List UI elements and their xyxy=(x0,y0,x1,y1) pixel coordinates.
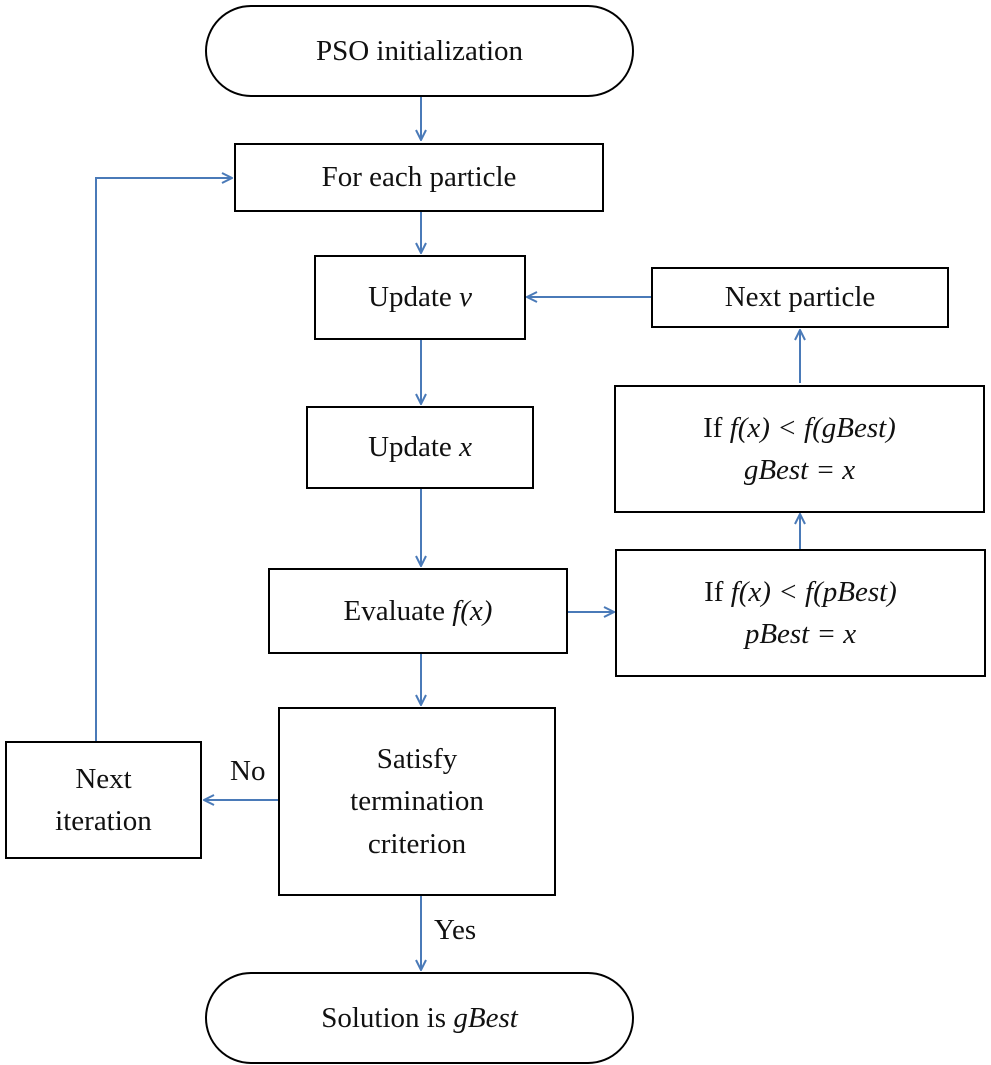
gbest-condition: f(x) < f(gBest) xyxy=(729,411,896,444)
edge-label-yes: Yes xyxy=(434,914,477,946)
next-iteration-line-1: Next xyxy=(75,762,132,795)
next-iteration-line-2: iteration xyxy=(55,805,152,837)
termination-line-3: criterion xyxy=(367,827,467,860)
update-v-variable: v xyxy=(459,281,472,314)
gbest-assignment: gBest = x xyxy=(743,454,856,486)
pbest-condition: f(x) < f(pBest) xyxy=(730,575,897,608)
end-node: Solution is gBest xyxy=(205,972,634,1064)
pbest-if-label: If xyxy=(704,575,724,608)
end-node-variable: gBest xyxy=(453,1001,518,1034)
pbest-assignment: pBest = x xyxy=(744,618,857,650)
pbest-check-node: If f(x) < f(pBest) pBest = x xyxy=(615,549,986,677)
for-each-particle-label: For each particle xyxy=(321,161,517,194)
for-each-particle-node: For each particle xyxy=(234,143,604,212)
update-x-variable: x xyxy=(459,431,472,464)
start-node-label: PSO initialization xyxy=(315,34,524,67)
next-iteration-node: Next iteration xyxy=(5,741,202,859)
evaluate-expression: f(x) xyxy=(452,594,493,627)
start-node: PSO initialization xyxy=(205,5,634,97)
next-particle-node: Next particle xyxy=(651,267,949,328)
update-v-node: Update v xyxy=(314,255,526,340)
update-x-node: Update x xyxy=(306,406,534,489)
update-v-label: Update xyxy=(368,281,452,314)
end-node-label: Solution is xyxy=(321,1001,447,1034)
arrow-next-iteration-to-for-each xyxy=(95,178,232,741)
termination-check-node: Satisfy termination criterion xyxy=(278,707,556,896)
termination-line-2: termination xyxy=(350,785,484,818)
edge-label-no: No xyxy=(230,755,266,787)
update-x-label: Update xyxy=(368,431,452,464)
next-particle-label: Next particle xyxy=(724,281,876,314)
termination-line-1: Satisfy xyxy=(376,743,458,776)
evaluate-label: Evaluate xyxy=(343,594,445,627)
gbest-check-node: If f(x) < f(gBest) gBest = x xyxy=(614,385,985,513)
gbest-if-label: If xyxy=(703,411,723,444)
evaluate-node: Evaluate f(x) xyxy=(268,568,568,654)
